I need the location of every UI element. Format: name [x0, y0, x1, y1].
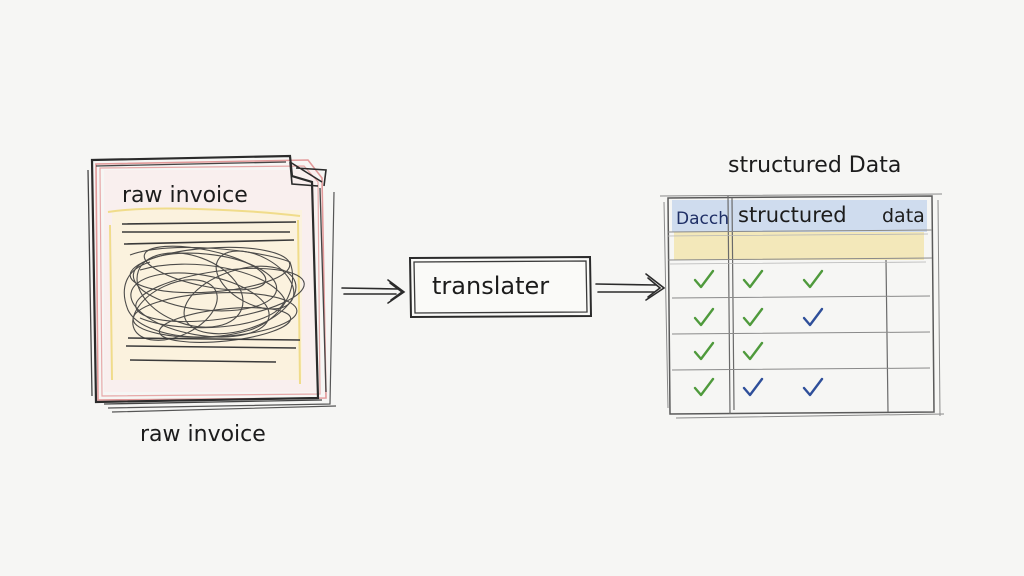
checkmark-icon	[742, 307, 764, 327]
translator-label: translater	[432, 272, 549, 300]
document-red-outline-2	[99, 165, 321, 397]
arrow-to-translator-icon	[341, 279, 406, 304]
checkmark-icon	[693, 269, 715, 289]
checkmark-icon	[693, 307, 715, 327]
table-column-lines	[727, 195, 889, 415]
table-header-right: data	[882, 205, 925, 227]
table-checkmarks	[693, 269, 824, 397]
table-frame	[667, 195, 935, 415]
table-title: structured Data	[728, 153, 901, 178]
checkmark-icon	[742, 269, 764, 289]
checkmark-icon	[802, 307, 824, 327]
checkmark-icon	[742, 377, 764, 397]
document-ink-outline	[90, 154, 320, 404]
document-caption: raw invoice	[140, 422, 266, 447]
raw-invoice-document: raw invoice raw invoice	[87, 154, 337, 447]
structured-data-table: structured Data Dacch structured data	[659, 153, 945, 419]
document-ink-outline-2	[87, 161, 327, 405]
translator-box-inner-outline	[413, 260, 588, 314]
document-header-label: raw invoice	[122, 183, 248, 208]
checkmark-icon	[742, 341, 764, 361]
document-yellow-strokes	[107, 207, 301, 385]
table-header-middle: structured	[738, 203, 847, 227]
table-row-lines-extra	[667, 233, 929, 265]
document-stack-lines	[107, 191, 337, 413]
table-row-lines	[667, 229, 933, 371]
table-header-left: Dacch	[676, 209, 729, 229]
document-header-lines	[121, 221, 297, 245]
checkmark-icon	[693, 341, 715, 361]
document-scribble	[123, 245, 305, 343]
document-footer-lines	[125, 337, 301, 363]
table-yellow-row-fill	[674, 232, 924, 260]
checkmark-icon	[693, 377, 715, 397]
translator-box-outline	[408, 255, 593, 319]
document-yellow-wash	[112, 210, 302, 380]
checkmark-icon	[802, 269, 824, 289]
document-folded-corner	[289, 161, 327, 187]
arrow-to-structured-data-icon	[595, 273, 666, 301]
translator-box: translater	[408, 255, 593, 319]
checkmark-icon	[802, 377, 824, 397]
table-header-fill	[672, 200, 927, 232]
document-red-outline	[95, 159, 327, 401]
table-frame-extra	[659, 193, 945, 419]
